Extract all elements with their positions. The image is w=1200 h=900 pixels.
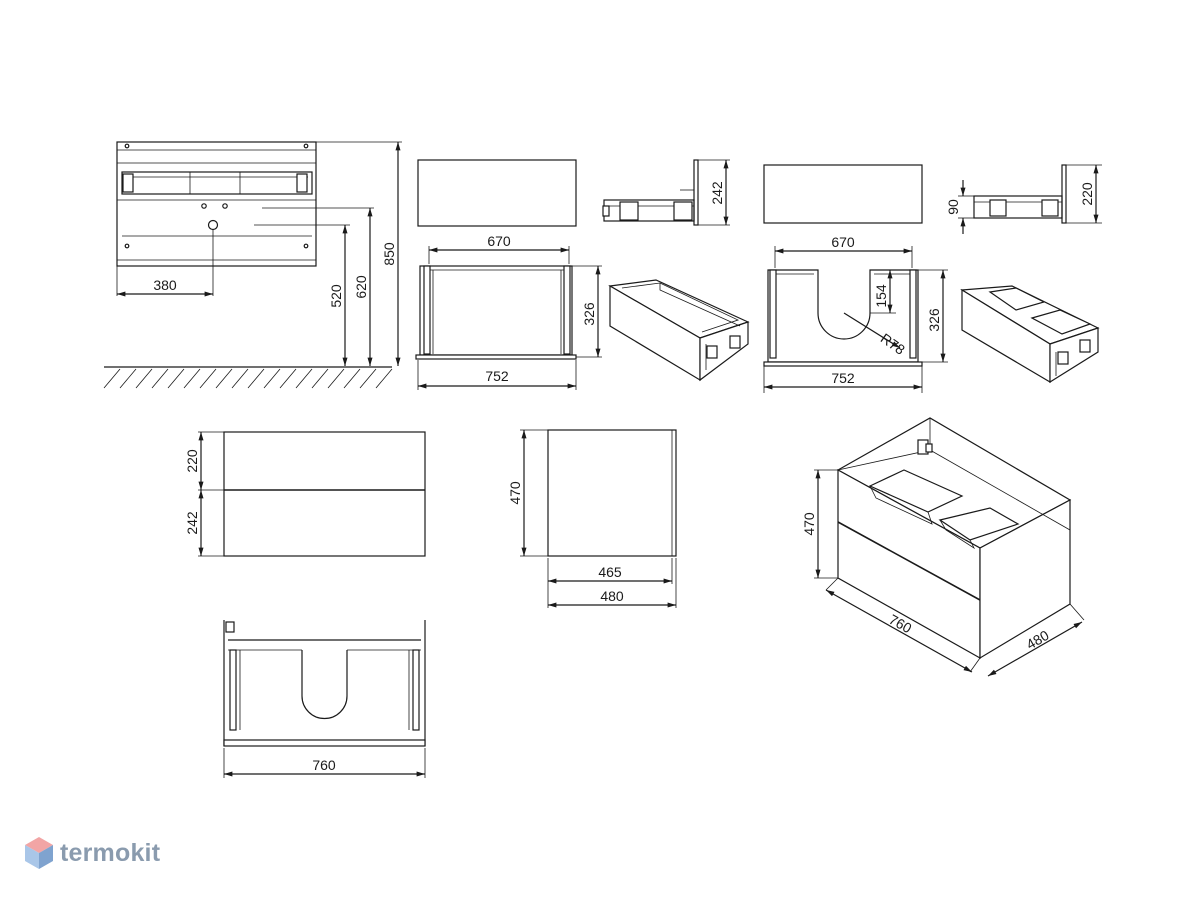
cube-logo-icon (25, 837, 53, 869)
dim-242-side: 242 (709, 181, 725, 205)
dim-470-side: 470 (507, 481, 523, 505)
brand-name: termokit (60, 838, 161, 867)
dim-670-upper: 670 (831, 234, 855, 250)
isometric-cabinet: 470 760 480 (801, 417, 1085, 677)
dim-520: 520 (328, 284, 344, 308)
upper-drawer-side-view: 220 90 (945, 164, 1102, 234)
dim-380: 380 (153, 277, 177, 293)
upper-drawer-isometric (960, 285, 1100, 384)
front-elevation: 220 242 (184, 431, 426, 557)
dim-90-side: 90 (945, 199, 961, 215)
dim-752-lower: 752 (485, 368, 509, 384)
dim-760-plan: 760 (312, 757, 336, 773)
dim-326-upper: 326 (926, 308, 942, 332)
dim-752-upper: 752 (831, 370, 855, 386)
dim-242-front: 242 (184, 511, 200, 535)
upper-drawer-front-panel (763, 164, 923, 224)
dim-470-iso: 470 (801, 512, 817, 536)
dim-670-lower: 670 (487, 233, 511, 249)
front-view-wall-mounted: 380 520 620 850 (103, 141, 402, 389)
dim-850: 850 (381, 242, 397, 266)
dim-r78: R78 (878, 330, 908, 358)
floor-hatching (103, 368, 393, 389)
dim-465: 465 (598, 564, 622, 580)
upper-drawer-top-view: 670 154 R78 326 752 (763, 234, 948, 393)
dim-326-lower: 326 (581, 302, 597, 326)
dim-480-iso: 480 (1023, 627, 1051, 653)
dim-220-front: 220 (184, 449, 200, 473)
brand-logo: termokit (24, 836, 160, 870)
dim-480-side: 480 (600, 588, 624, 604)
dim-220-side: 220 (1079, 182, 1095, 206)
plan-view: 760 (223, 620, 426, 778)
dim-620: 620 (353, 275, 369, 299)
lower-drawer-front-panel (417, 159, 577, 227)
dim-154: 154 (873, 284, 889, 308)
lower-drawer-isometric (608, 279, 750, 382)
side-elevation: 470 465 480 (507, 429, 677, 608)
lower-drawer-side-view: 242 (602, 159, 730, 226)
lower-drawer-top-view: 670 326 752 (415, 233, 602, 390)
